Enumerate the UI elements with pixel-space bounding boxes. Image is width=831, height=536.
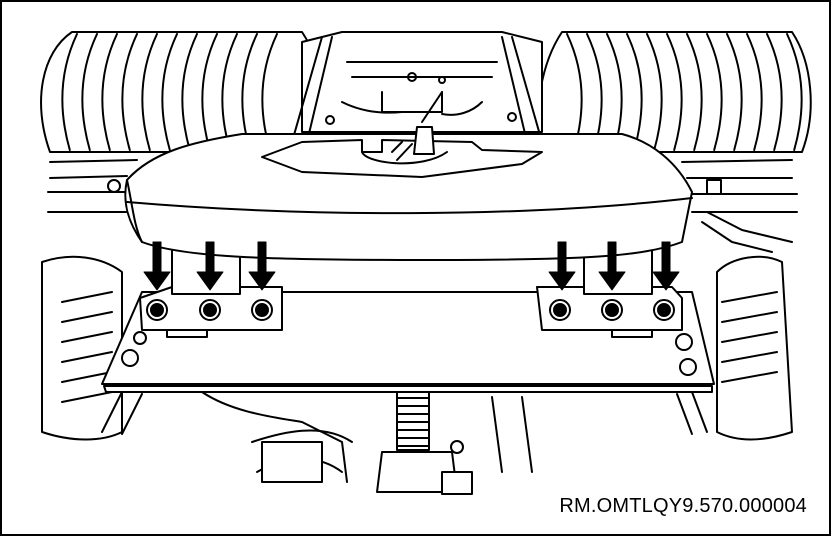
mounting-nut: [251, 299, 273, 321]
tire-rib: [101, 33, 118, 151]
tire-rib: [81, 33, 98, 151]
fastener-arrow: [548, 241, 576, 291]
tire-rib: [766, 33, 783, 151]
fastener-arrow: [143, 241, 171, 291]
right-tire: [537, 31, 812, 153]
tire-rib: [746, 33, 763, 151]
tire-rib: [61, 33, 78, 151]
coil-spring: [396, 389, 430, 451]
tire-rib: [161, 33, 178, 151]
right-bolt-bracket: [536, 286, 683, 331]
tire-rib: [201, 33, 218, 151]
mounting-nut: [601, 299, 623, 321]
tire-rib: [626, 33, 643, 151]
tire-rib: [181, 33, 198, 151]
fastener-arrow: [598, 241, 626, 291]
fastener-arrow: [196, 241, 224, 291]
mounting-nut: [199, 299, 221, 321]
chassis-side-rails: [47, 159, 798, 253]
tire-rib: [121, 33, 138, 151]
tire-rib: [646, 33, 663, 151]
fifth-wheel-coupling: [124, 126, 693, 261]
lower-axle-area: [41, 255, 793, 441]
tire-rib: [706, 33, 723, 151]
mounting-nut: [146, 299, 168, 321]
figure-reference-code: RM.OMTLQY9.570.000004: [559, 495, 807, 517]
mounting-nut: [653, 299, 675, 321]
lower-mechanism: [101, 389, 708, 495]
tire-rib: [786, 33, 803, 151]
mounting-nut: [549, 299, 571, 321]
tire-rib: [726, 33, 743, 151]
rear-frame-structure: [291, 31, 543, 143]
tire-rib: [141, 33, 158, 151]
fastener-arrow: [652, 241, 680, 291]
fastener-arrows: [143, 241, 680, 291]
tire-rib: [686, 33, 703, 151]
left-bolt-bracket: [139, 286, 283, 331]
tire-rib: [666, 33, 683, 151]
fastener-arrow: [248, 241, 276, 291]
